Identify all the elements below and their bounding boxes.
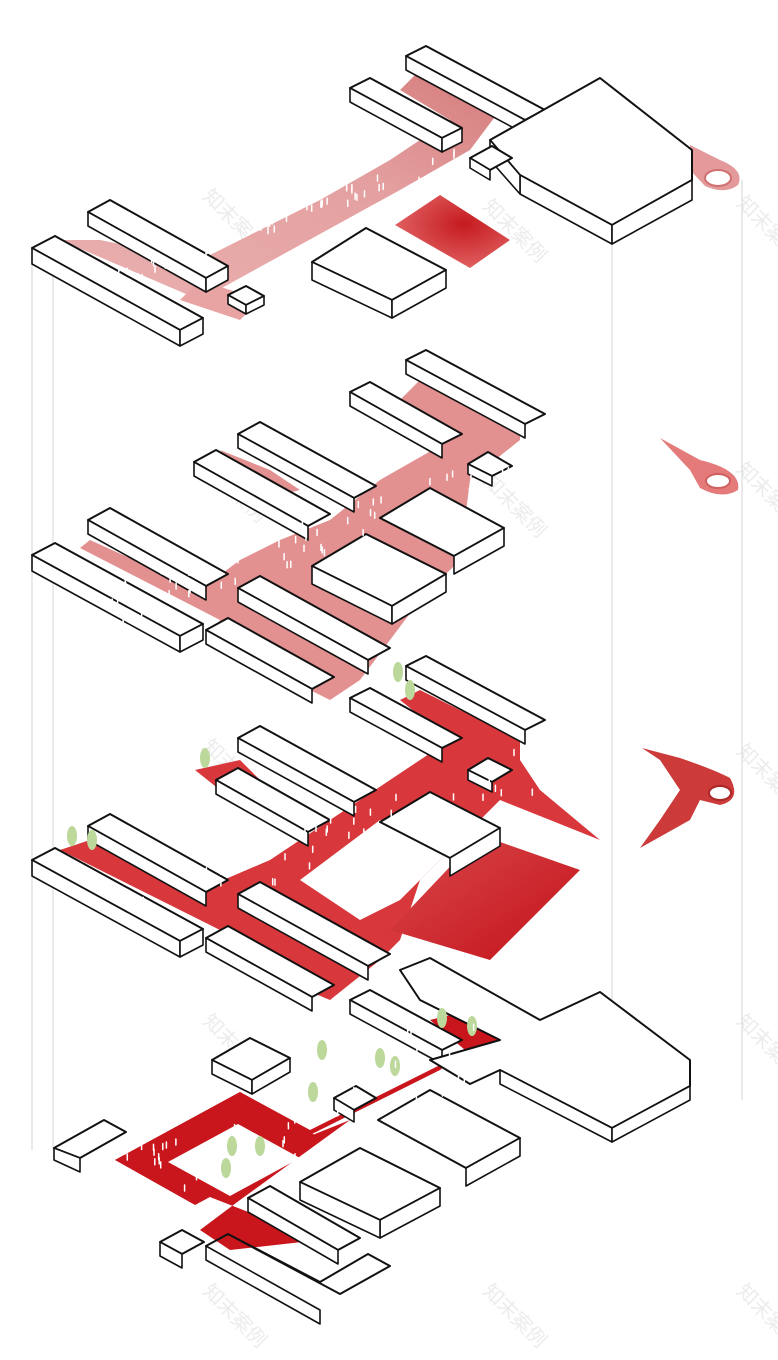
pedestrian-marks: [79, 148, 572, 1212]
building-small: [333, 1085, 377, 1123]
building-bar: [405, 655, 546, 745]
building-large: [399, 957, 691, 1143]
building-block: [379, 791, 501, 877]
building-bar: [87, 199, 229, 293]
building-bar: [205, 617, 335, 704]
building-bar: [205, 1233, 391, 1325]
level-3-layer: [31, 349, 739, 704]
ring-ramp-icon: [660, 438, 739, 495]
building-bar: [349, 77, 463, 153]
level-2-layer: [31, 655, 735, 1012]
ring-ramp-icon: [640, 748, 735, 848]
building-bar: [205, 925, 335, 1012]
building-bar: [237, 421, 377, 513]
building-bar: [237, 575, 391, 675]
building-block: [311, 533, 447, 625]
building-small: [227, 285, 265, 315]
level-1-layer: [53, 957, 691, 1325]
courtyard: [168, 1124, 300, 1196]
plaza-zone: [395, 195, 510, 268]
building-bar: [193, 449, 331, 541]
building-bar: [31, 542, 204, 653]
building-bar: [349, 381, 463, 459]
building-bar: [405, 349, 546, 439]
building-small: [53, 1119, 127, 1173]
walkway-zone: [60, 690, 600, 1000]
building-small: [159, 1229, 205, 1269]
building-large: [489, 77, 693, 245]
level-4-layer: [31, 45, 740, 347]
building-block: [377, 1089, 521, 1187]
building-small: [469, 145, 513, 181]
building-bar: [87, 507, 229, 601]
building-block: [299, 1147, 441, 1239]
courtyard: [300, 820, 450, 920]
tree-icon: [221, 1008, 477, 1178]
building-block: [311, 227, 447, 319]
building-bar: [349, 687, 463, 763]
vertical-guide-lines: [31, 180, 743, 1150]
walkway-zone: [80, 380, 520, 700]
plaza-zone: [390, 835, 580, 960]
tree-icon: [67, 662, 415, 850]
building-bar: [31, 235, 204, 347]
building-bar: [87, 813, 229, 907]
building-small: [211, 1037, 291, 1095]
building-bar: [247, 1185, 361, 1265]
building-bar: [215, 767, 331, 847]
building-bar: [237, 725, 377, 817]
building-block: [379, 487, 505, 575]
ring-ramp-icon: [690, 145, 740, 191]
building-small: [467, 757, 513, 793]
building-bar: [237, 881, 391, 981]
building-small: [467, 451, 513, 487]
